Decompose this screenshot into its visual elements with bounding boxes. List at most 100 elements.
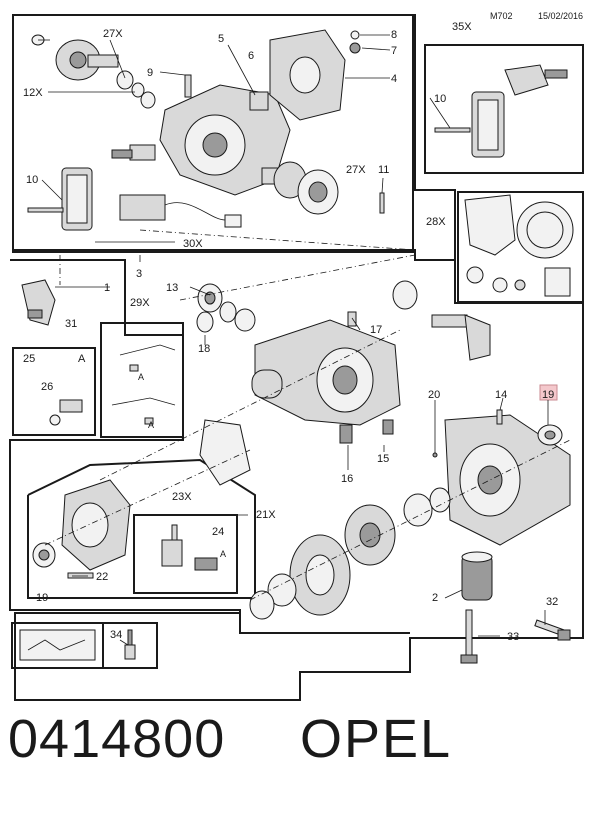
filter-10-right (434, 64, 568, 158)
fitting-26 (49, 399, 83, 426)
label-19-right: 19 (542, 389, 554, 401)
label-8: 8 (391, 29, 397, 41)
drain-plug-16 (339, 424, 353, 444)
label-31: 31 (65, 318, 77, 330)
bearing-18 (196, 301, 256, 333)
bearing-low (267, 573, 297, 607)
mark-a-3: A (220, 549, 226, 559)
rear-cover-21x (61, 479, 131, 571)
repair-manual-icon (19, 629, 96, 661)
label-1: 1 (104, 282, 110, 294)
label-3: 3 (136, 268, 142, 280)
label-27x-right: 27X (346, 164, 366, 176)
bearing-top-right (392, 280, 418, 310)
group-29x-box (100, 322, 184, 438)
filter-10-left (27, 167, 93, 231)
seal-8 (350, 30, 360, 40)
bearing-mid (403, 493, 433, 527)
group-23x-box (133, 514, 238, 594)
detail-a-box (12, 347, 96, 436)
label-35x: 35X (452, 21, 472, 33)
label-18: 18 (198, 343, 210, 355)
label-14: 14 (495, 389, 507, 401)
label-32: 32 (546, 596, 558, 608)
bolt-32 (534, 619, 571, 641)
bolt-33 (460, 609, 478, 664)
label-5: 5 (218, 33, 224, 45)
label-4: 4 (391, 73, 397, 85)
pinion-gear (431, 314, 491, 361)
bearing-5 (249, 91, 269, 111)
diagram-date: 15/02/2016 (538, 11, 583, 21)
mark-a-2: A (148, 420, 154, 430)
differential-housing (251, 319, 401, 426)
label-24: 24 (212, 526, 224, 538)
breather-17 (347, 311, 357, 327)
label-11: 11 (378, 164, 389, 176)
label-22: 22 (96, 571, 108, 583)
side-cover (444, 414, 571, 546)
label-34: 34 (110, 629, 122, 641)
highlight-19 (539, 384, 558, 401)
label-9: 9 (147, 67, 153, 79)
label-25: 25 (23, 353, 35, 365)
flange-27x (55, 39, 156, 109)
bearing-13 (197, 283, 223, 313)
label-7: 7 (391, 45, 397, 57)
label-12x: 12X (23, 87, 43, 99)
label-30x: 30X (183, 238, 203, 250)
brand-name: OPEL (300, 709, 453, 769)
label-26: 26 (41, 381, 53, 393)
hoses-29x (111, 344, 176, 425)
group-3-box (12, 14, 414, 253)
seal-19-left (32, 542, 56, 568)
gasket-set-28x (464, 194, 574, 297)
group-28x-box (457, 191, 584, 303)
label-29x: 29X (130, 297, 150, 309)
label-20: 20 (428, 389, 440, 401)
main-frame-lower (9, 259, 241, 632)
group-35x-box (424, 44, 584, 174)
label-detail-a: A (78, 353, 86, 365)
diagram-code: M702 (490, 11, 513, 21)
dash-2 (139, 229, 416, 251)
label-16: 16 (341, 473, 353, 485)
label-15: 15 (377, 453, 389, 465)
bolt-22 (67, 572, 94, 579)
label-10-left: 10 (26, 174, 38, 186)
leader-lines (38, 34, 549, 646)
label-28x: 28X (426, 216, 446, 228)
plug-7 (349, 42, 361, 54)
ring-gear (289, 534, 351, 616)
solenoid (111, 144, 156, 161)
shaft-27x (261, 161, 339, 215)
bolt-11 (379, 192, 385, 214)
plug-15 (382, 419, 394, 435)
differential-carrier (344, 504, 396, 566)
cover-plate (269, 29, 346, 121)
gasket-21x (199, 419, 251, 486)
label-17: 17 (370, 324, 382, 336)
bolt-14 (496, 409, 503, 425)
part-number: 0414800 (8, 709, 226, 769)
label-10-right: 10 (434, 93, 446, 105)
bracket-31 (21, 279, 56, 326)
shim-low (249, 590, 275, 620)
pin-20 (432, 452, 438, 458)
mark-a-1: A (138, 372, 144, 382)
dash-4 (99, 329, 401, 481)
seal-19-right (537, 424, 563, 446)
main-frame (13, 14, 584, 701)
sensor-34-icon (124, 629, 136, 660)
label-19-left: 19 (36, 592, 48, 604)
label-23x: 23X (172, 491, 192, 503)
transfer-housing (159, 84, 291, 196)
label-13: 13 (166, 282, 178, 294)
label-2: 2 (432, 592, 438, 604)
dash-3 (179, 254, 416, 301)
group-21x-box (27, 458, 256, 599)
rubber-mount-2 (461, 551, 493, 601)
actuator-30x (119, 194, 242, 228)
label-27x-top: 27X (103, 28, 123, 40)
